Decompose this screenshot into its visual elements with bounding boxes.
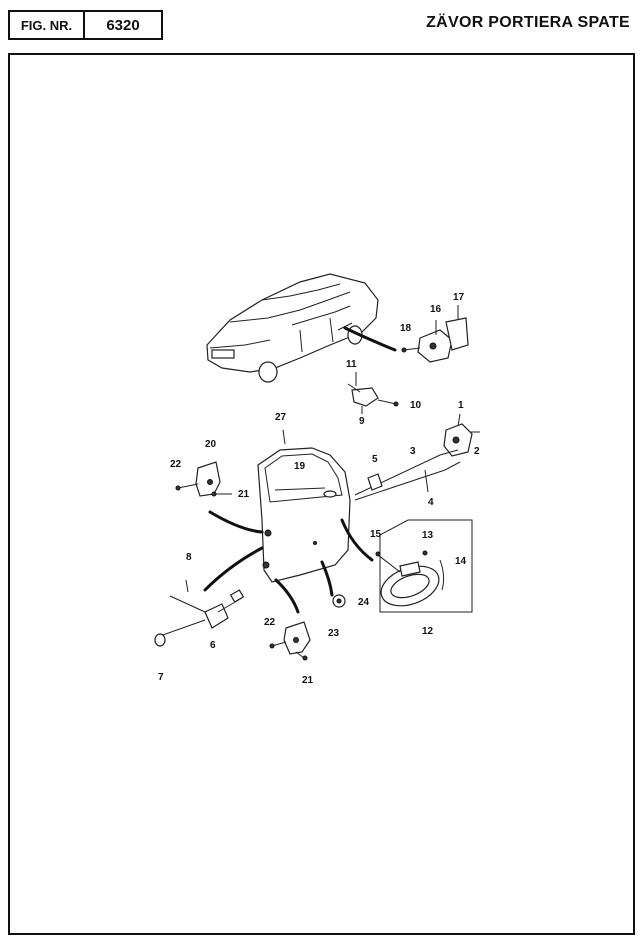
- callout-4: 4: [428, 497, 434, 508]
- callout-17: 17: [453, 292, 465, 303]
- callout-8: 8: [186, 552, 192, 563]
- door-check-link-assembly: [154, 579, 245, 647]
- figure-label: FIG. NR.: [10, 12, 85, 38]
- grommet-part: [332, 594, 346, 608]
- callout-21a: 21: [238, 489, 250, 500]
- callout-3: 3: [410, 446, 416, 457]
- figure-number: 6320: [106, 16, 140, 34]
- callout-22b: 22: [264, 617, 276, 628]
- callout-1: 1: [458, 400, 464, 411]
- callout-21b: 21: [302, 675, 314, 686]
- callout-27: 27: [275, 412, 287, 423]
- callout-20: 20: [205, 439, 217, 450]
- door-latch-assembly: [354, 413, 480, 501]
- callout-15: 15: [370, 529, 382, 540]
- diagram-frame: [8, 53, 635, 935]
- figure-number-box: FIG. NR. 6320: [8, 10, 163, 40]
- callout-labels: 1 2 3 4 5 6 7 8 9 10 11 12 13 14 15 16 1…: [158, 292, 480, 686]
- callout-18: 18: [400, 323, 412, 334]
- striker-bracket-assembly: [401, 305, 469, 363]
- callout-13: 13: [422, 530, 434, 541]
- callout-24: 24: [358, 597, 370, 608]
- callout-14: 14: [455, 556, 467, 567]
- callout-9: 9: [359, 416, 365, 427]
- outside-handle-assembly: [375, 519, 473, 613]
- rear-door-illustration: [203, 429, 374, 614]
- page-title: ZÄVOR PORTIERA SPATE: [426, 14, 630, 31]
- callout-6: 6: [210, 640, 216, 651]
- upper-hinge-assembly: [175, 461, 232, 497]
- callout-22a: 22: [170, 459, 182, 470]
- callout-12: 12: [422, 626, 434, 637]
- callout-7: 7: [158, 672, 164, 683]
- callout-16: 16: [430, 304, 442, 315]
- callout-23: 23: [328, 628, 340, 639]
- callout-11: 11: [346, 359, 357, 370]
- callout-2: 2: [474, 446, 480, 457]
- callout-19: 19: [294, 461, 306, 472]
- car-illustration: [206, 273, 397, 383]
- callout-5: 5: [372, 454, 378, 465]
- lower-hinge-assembly: [269, 621, 311, 661]
- lock-rod-clip-assembly: [347, 372, 399, 414]
- callout-10: 10: [410, 400, 422, 411]
